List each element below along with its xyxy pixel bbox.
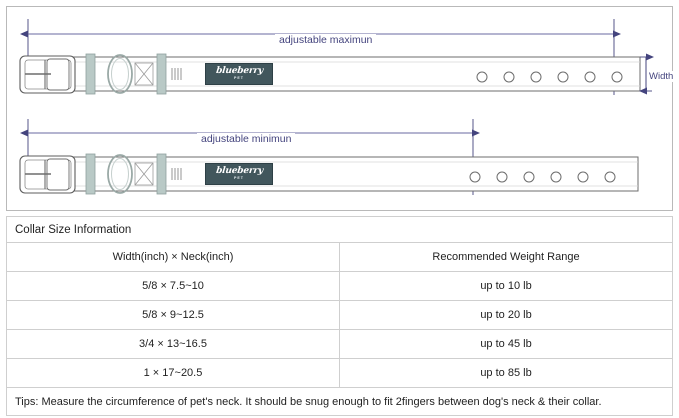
cell-weight: up to 20 lb — [339, 300, 673, 330]
column-header-size: Width(inch) × Neck(inch) — [6, 242, 340, 272]
table-title-row: Collar Size Information — [6, 216, 673, 243]
table-header-row: Width(inch) × Neck(inch) Recommended Wei… — [6, 242, 673, 272]
brand-name: blueberry — [215, 65, 264, 76]
bottom-collar-group — [19, 119, 639, 195]
table-row: 1 × 17~20.5 up to 85 lb — [6, 358, 673, 388]
tips-text: Tips: Measure the circumference of pet's… — [6, 387, 673, 416]
table-row: 5/8 × 7.5~10 up to 10 lb — [6, 271, 673, 301]
table-row: 3/4 × 13~16.5 up to 45 lb — [6, 329, 673, 359]
collar-size-table: Collar Size Information Width(inch) × Ne… — [6, 216, 673, 416]
table-title: Collar Size Information — [6, 216, 673, 243]
brand-subtitle: PET — [234, 176, 244, 181]
width-label: Width — [649, 71, 674, 82]
cell-weight: up to 85 lb — [339, 358, 673, 388]
cell-weight: up to 10 lb — [339, 271, 673, 301]
cell-size: 3/4 × 13~16.5 — [6, 329, 340, 359]
column-header-weight: Recommended Weight Range — [339, 242, 673, 272]
brand-subtitle: PET — [234, 76, 244, 81]
cell-size: 5/8 × 7.5~10 — [6, 271, 340, 301]
collar-diagram-panel: blueberry PET blueberry PET adjustable m… — [6, 6, 674, 211]
brand-logo-bottom: blueberry PET — [205, 163, 273, 185]
cell-size: 5/8 × 9~12.5 — [6, 300, 340, 330]
brand-name: blueberry — [215, 165, 264, 176]
collar-diagram-svg — [19, 19, 654, 195]
top-collar-group — [19, 19, 654, 95]
adjustable-maximum-label: adjustable maximun — [275, 34, 377, 46]
brand-logo-top: blueberry PET — [205, 63, 273, 85]
adjustable-minimum-label: adjustable minimun — [197, 133, 296, 145]
table-tips-row: Tips: Measure the circumference of pet's… — [6, 387, 673, 416]
cell-size: 1 × 17~20.5 — [6, 358, 340, 388]
cell-weight: up to 45 lb — [339, 329, 673, 359]
table-row: 5/8 × 9~12.5 up to 20 lb — [6, 300, 673, 330]
